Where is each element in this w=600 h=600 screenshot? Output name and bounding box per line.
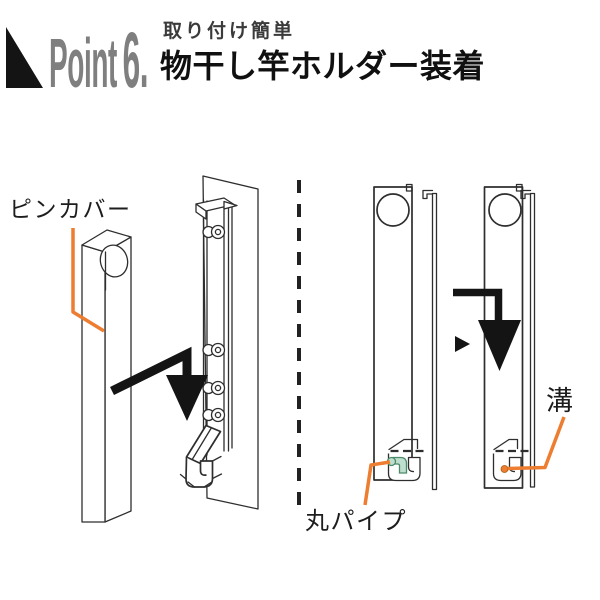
rail-bottom-hook	[179, 424, 223, 488]
page-title: 物干し竿ホルダー装着	[160, 48, 486, 84]
pin-cover-hole	[99, 244, 129, 278]
pin-cover-illustration	[81, 229, 132, 523]
header-subtitle: 取り付け簡単	[163, 21, 296, 42]
pin-cover-leader-line	[71, 228, 105, 333]
wall-panel-illustration	[202, 175, 259, 510]
point-logo-number: 6.	[122, 15, 149, 104]
round-pipe-leader-line	[363, 460, 391, 506]
groove-label: 溝	[546, 386, 575, 416]
bent-down-arrow-icon	[453, 288, 521, 371]
down-arrow-icon	[110, 346, 208, 421]
round-pipe-label: 丸パイプ	[305, 508, 407, 535]
right-triangle-icon	[455, 336, 470, 352]
side-view-before	[373, 183, 438, 491]
point-logo: Point 6.	[49, 14, 149, 104]
pole-hole-circle	[376, 193, 410, 227]
point-logo-text: Point	[49, 24, 117, 102]
rail-clips	[202, 224, 226, 423]
pole-hole-circle	[488, 193, 522, 227]
pin-cover-label: ピンカバー	[9, 196, 132, 222]
groove-leader-line	[507, 416, 566, 471]
holder-rail-illustration	[179, 197, 238, 488]
bracket-pin	[223, 200, 238, 210]
groove-dot	[500, 465, 509, 473]
